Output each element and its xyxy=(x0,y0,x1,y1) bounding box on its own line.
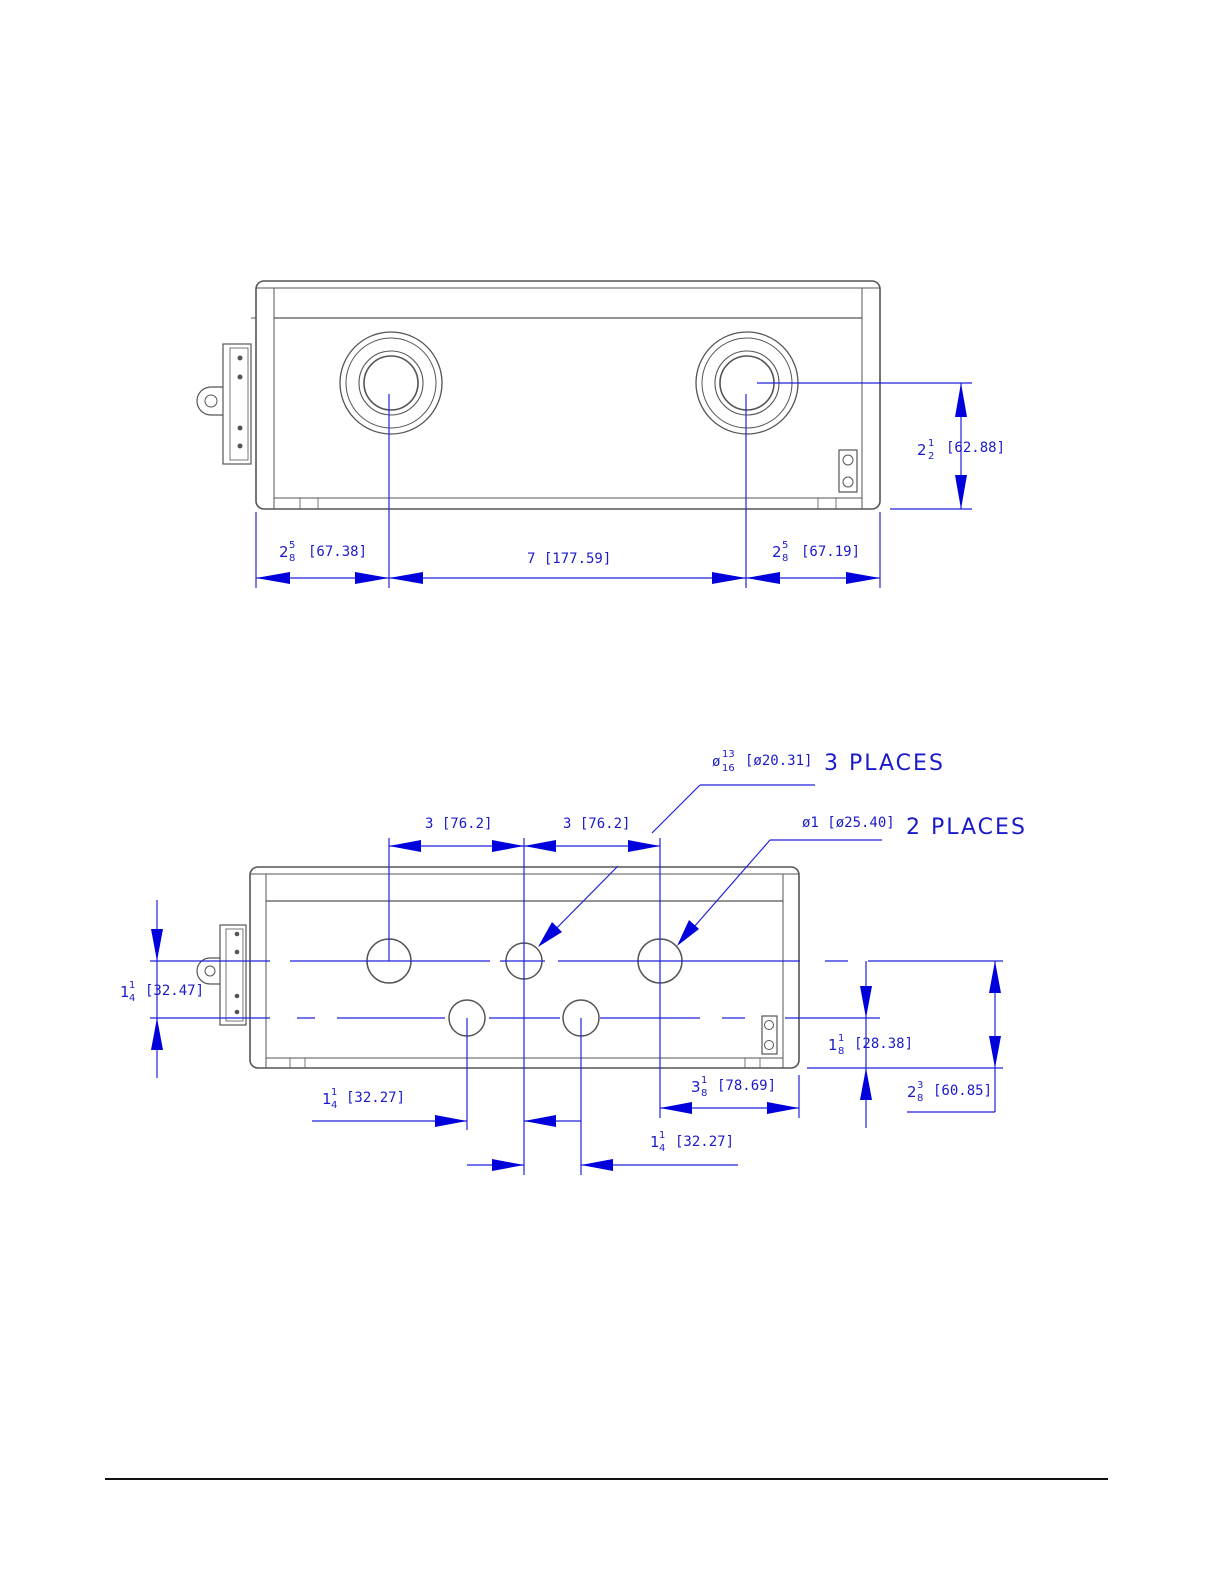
centerlines-bottom xyxy=(150,961,1003,1018)
dim-label-lower-mid: 1 1 4 [32.27] xyxy=(650,1130,734,1154)
dim-total-vert-den: 8 xyxy=(917,1093,923,1104)
dim-total-vert-metric: [60.85] xyxy=(933,1083,992,1099)
callout-small-metric: [ø20.31] xyxy=(745,753,812,769)
dim-label-lower-left: 1 1 4 [32.27] xyxy=(322,1087,405,1111)
dim-label-lower-vert: 1 1 8 [28.38] xyxy=(828,1033,913,1057)
dim-total-vert-num: 3 xyxy=(917,1080,923,1091)
dim-label-total-vert: 2 3 8 [60.85] xyxy=(907,1080,992,1104)
dim-top-right-whole: 2 xyxy=(772,543,782,561)
dim-top-right-num: 5 xyxy=(782,540,788,551)
dim-right-edge-metric: [78.69] xyxy=(717,1078,776,1094)
callout-large-knockout: ø1 [ø25.40] 2 PLACES xyxy=(802,815,1027,840)
ground-terminal-bottom xyxy=(762,1016,777,1054)
dim-lower-vert-metric: [28.38] xyxy=(854,1036,913,1052)
bottom-view: ø 13 16 [ø20.31] 3 PLACES ø1 [ø25.40] 2 … xyxy=(120,749,1027,1175)
fitting-left-top xyxy=(340,332,442,434)
dim-top-left-whole: 2 xyxy=(279,543,289,561)
dim-lower-left-den: 4 xyxy=(331,1100,337,1111)
top-view: 2 5 8 [67.38] 7 [177.59] 2 5 8 [67.19] 2… xyxy=(197,281,1005,588)
callout-small-symbol: ø xyxy=(712,754,721,770)
dim-lower-vert-whole: 1 xyxy=(828,1036,838,1054)
dimension-lines-bottom xyxy=(151,785,1003,1175)
dim-height-whole: 2 xyxy=(917,441,927,459)
callout-large-note: 2 PLACES xyxy=(906,815,1027,840)
dim-lower-vert-num: 1 xyxy=(838,1033,844,1044)
dim-left-vert-metric: [32.47] xyxy=(145,983,204,999)
dim-label-right-edge: 3 1 8 [78.69] xyxy=(691,1075,776,1099)
mounting-bracket-top xyxy=(197,318,256,464)
dim-top-left-metric: [67.38] xyxy=(308,544,367,560)
dim-label-top-left: 2 5 8 [67.38] xyxy=(279,540,367,564)
dim-lower-mid-metric: [32.27] xyxy=(675,1134,734,1150)
dim-height-den: 2 xyxy=(928,451,934,462)
enclosure-outline-top xyxy=(256,281,880,509)
dim-top-left-num: 5 xyxy=(289,540,295,551)
dim-top-center: 7 [177.59] xyxy=(527,551,611,567)
dim-label-left-vert: 1 1 4 [32.47] xyxy=(120,980,204,1004)
callout-small-num: 13 xyxy=(722,749,735,760)
dim-left-vert-den: 4 xyxy=(129,993,135,1004)
callout-large-text: ø1 [ø25.40] xyxy=(802,815,895,831)
callout-small-den: 16 xyxy=(722,763,735,774)
dim-spacing-2: 3 [76.2] xyxy=(563,816,630,832)
dim-right-edge-num: 1 xyxy=(701,1075,707,1086)
dim-label-top-right: 2 5 8 [67.19] xyxy=(772,540,860,564)
dim-lower-vert-den: 8 xyxy=(838,1046,844,1057)
dim-height-num: 1 xyxy=(928,438,934,449)
callout-small-note: 3 PLACES xyxy=(824,751,945,776)
callout-small-knockout: ø 13 16 [ø20.31] 3 PLACES xyxy=(712,749,945,776)
footer-rule xyxy=(105,1478,1108,1480)
dim-total-vert-whole: 2 xyxy=(907,1083,917,1101)
dim-lower-left-num: 1 xyxy=(331,1087,337,1098)
ground-terminal-top xyxy=(839,450,857,492)
dim-top-left-den: 8 xyxy=(289,553,295,564)
dim-lower-mid-num: 1 xyxy=(659,1130,665,1141)
dim-left-vert-num: 1 xyxy=(129,980,135,991)
dim-top-right-den: 8 xyxy=(782,553,788,564)
mounting-bracket-bottom xyxy=(197,925,246,1025)
dim-spacing-1: 3 [76.2] xyxy=(425,816,492,832)
dim-lower-left-metric: [32.27] xyxy=(346,1090,405,1106)
dim-right-edge-den: 8 xyxy=(701,1088,707,1099)
dim-lower-mid-den: 4 xyxy=(659,1143,665,1154)
dim-height-metric: [62.88] xyxy=(946,440,1005,456)
dim-right-edge-whole: 3 xyxy=(691,1078,701,1096)
dim-top-right-metric: [67.19] xyxy=(801,544,860,560)
